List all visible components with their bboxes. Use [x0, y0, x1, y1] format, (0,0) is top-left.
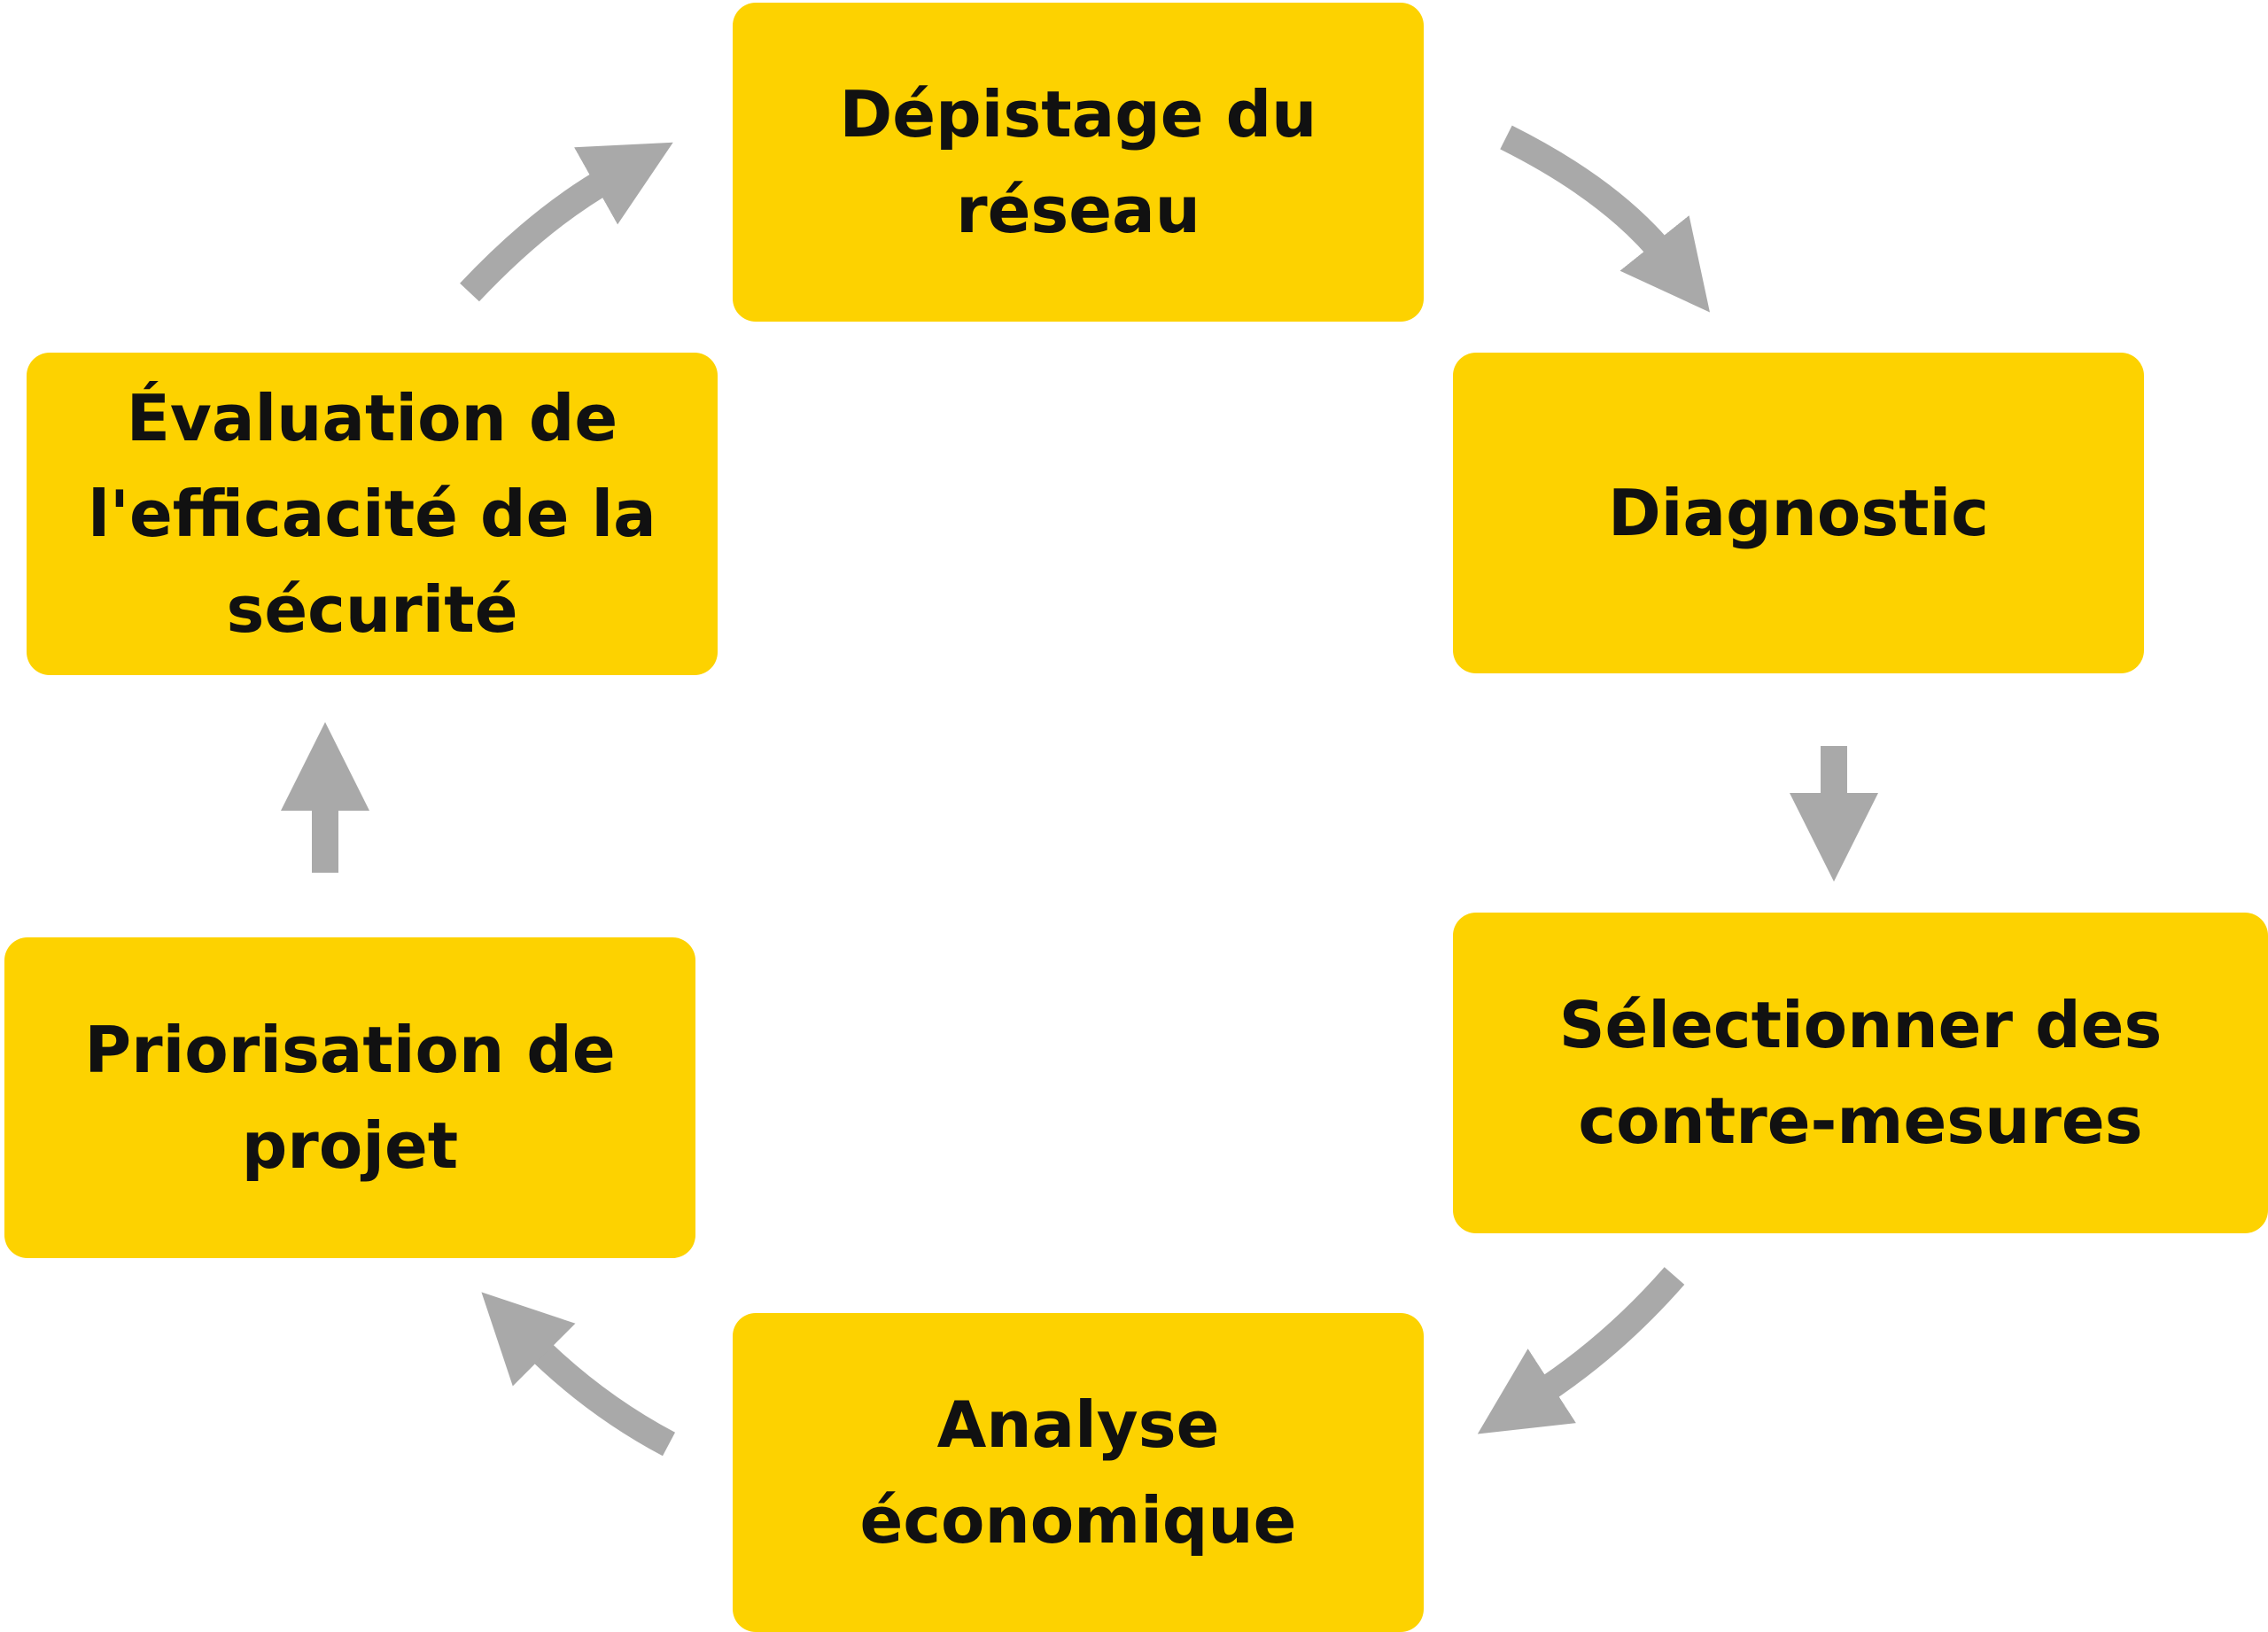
arrow-evaluation-to-screening — [460, 142, 673, 302]
step-prioritization-label: Priorisation de projet — [84, 1013, 616, 1183]
step-screening-box: Dépistage du réseau — [733, 3, 1424, 322]
step-countermeasures-box: Sélectionner des contre-mesures — [1453, 913, 2268, 1233]
arrow-countermeasures-to-economic — [1477, 1267, 1685, 1434]
step-economic-box: Analyse économique — [733, 1313, 1424, 1632]
arrow-economic-to-prioritization — [481, 1292, 676, 1457]
step-economic-label: Analyse économique — [859, 1387, 1297, 1558]
step-screening-label: Dépistage du réseau — [839, 77, 1317, 247]
arrow-screening-to-diagnosis — [1500, 125, 1710, 313]
step-diagnosis-box: Diagnostic — [1453, 353, 2144, 673]
step-evaluation-box: Évaluation de l'efficacité de la sécurit… — [27, 353, 718, 675]
step-countermeasures-label: Sélectionner des contre-mesures — [1558, 988, 2163, 1158]
step-diagnosis-label: Diagnostic — [1608, 476, 1989, 550]
step-prioritization-box: Priorisation de projet — [4, 937, 695, 1258]
step-evaluation-label: Évaluation de l'efficacité de la sécurit… — [88, 381, 656, 647]
